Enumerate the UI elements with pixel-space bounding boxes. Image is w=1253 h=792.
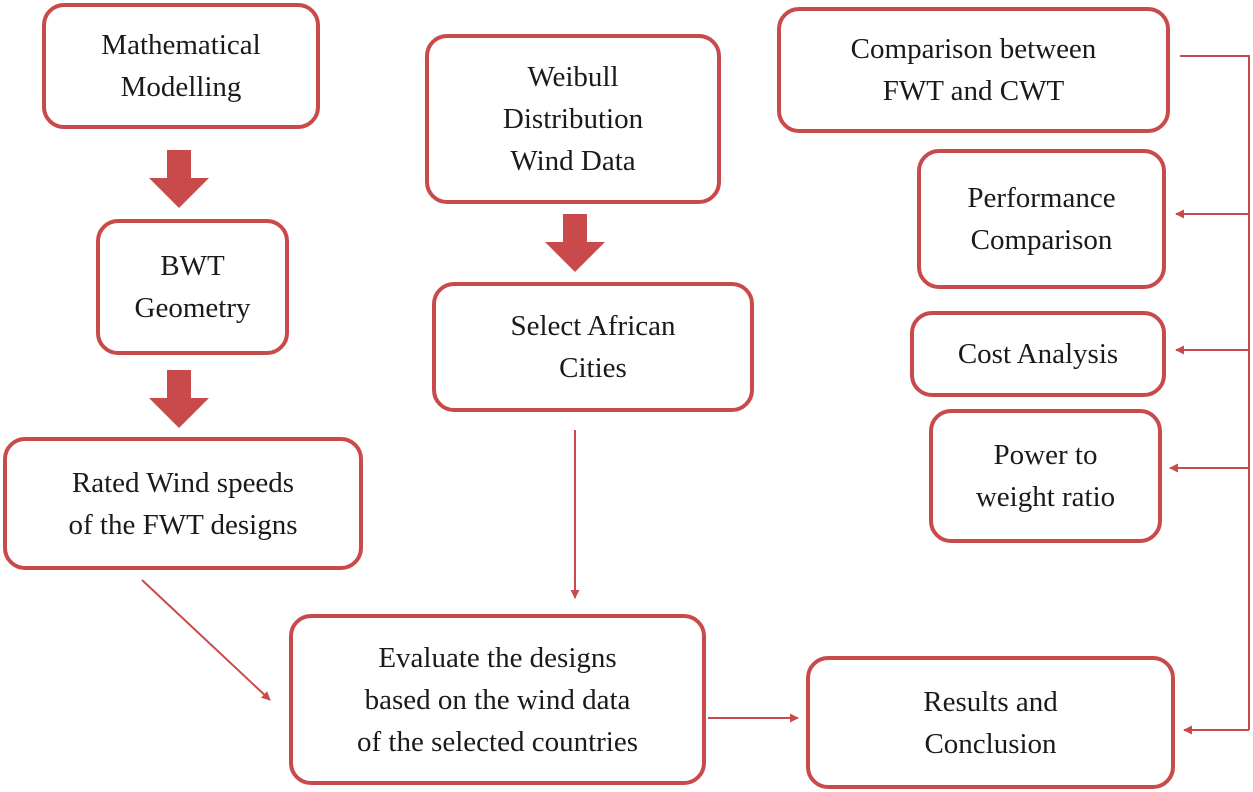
node-text-line: of the selected countries — [356, 725, 639, 758]
node-text-line: Distribution — [502, 103, 644, 135]
arrow-weibull-to-cities — [545, 214, 605, 272]
node-bwt-geometry: BWT Geometry — [96, 219, 289, 355]
node-select-african-cities: Select African Cities — [432, 282, 754, 412]
node-text-line: of the FWT designs — [68, 508, 298, 541]
node-text-line: FWT and CWT — [882, 75, 1065, 107]
node-power-to-weight: Power to weight ratio — [929, 409, 1162, 543]
node-comparison-fwt-cwt: Comparison between FWT and CWT — [777, 7, 1170, 133]
arrow-geometry-to-rated-speeds — [149, 370, 209, 428]
node-text-line: Power to — [993, 439, 1098, 471]
node-text-line: Conclusion — [924, 727, 1057, 760]
node-cost-analysis: Cost Analysis — [910, 311, 1166, 397]
node-text-line: Modelling — [120, 71, 242, 103]
node-text-line: Results and — [923, 685, 1058, 718]
node-text-line: Cities — [559, 352, 627, 384]
arrow-modelling-to-geometry — [149, 150, 209, 208]
node-text-line: Comparison between — [850, 33, 1097, 65]
node-text-line: based on the wind data — [364, 683, 631, 716]
node-text-line: BWT — [160, 250, 225, 282]
node-evaluate-designs: Evaluate the designs based on the wind d… — [289, 614, 706, 785]
node-results-conclusion: Results and Conclusion — [806, 656, 1175, 789]
node-text-line: Cost Analysis — [957, 338, 1119, 370]
node-text-line: Rated Wind speeds — [71, 466, 295, 499]
node-text-line: weight ratio — [975, 481, 1116, 513]
node-text-line: Select African — [510, 310, 676, 342]
node-text-line: Comparison — [970, 224, 1113, 256]
node-text-line: Weibull — [527, 61, 619, 93]
node-rated-wind-speeds: Rated Wind speeds of the FWT designs — [3, 437, 363, 570]
node-text-line: Mathematical — [101, 29, 261, 61]
node-text-line: Geometry — [134, 292, 251, 324]
node-text-line: Wind Data — [510, 145, 636, 177]
bracket-comparison-trunk — [1180, 55, 1250, 730]
node-mathematical-modelling: Mathematical Modelling — [42, 3, 320, 129]
node-text-line: Performance — [967, 182, 1116, 214]
arrow-rated-speeds-to-evaluate — [141, 579, 271, 701]
node-weibull-wind-data: Weibull Distribution Wind Data — [425, 34, 721, 204]
node-text-line: Evaluate the designs — [378, 641, 617, 674]
node-performance-comparison: Performance Comparison — [917, 149, 1166, 289]
